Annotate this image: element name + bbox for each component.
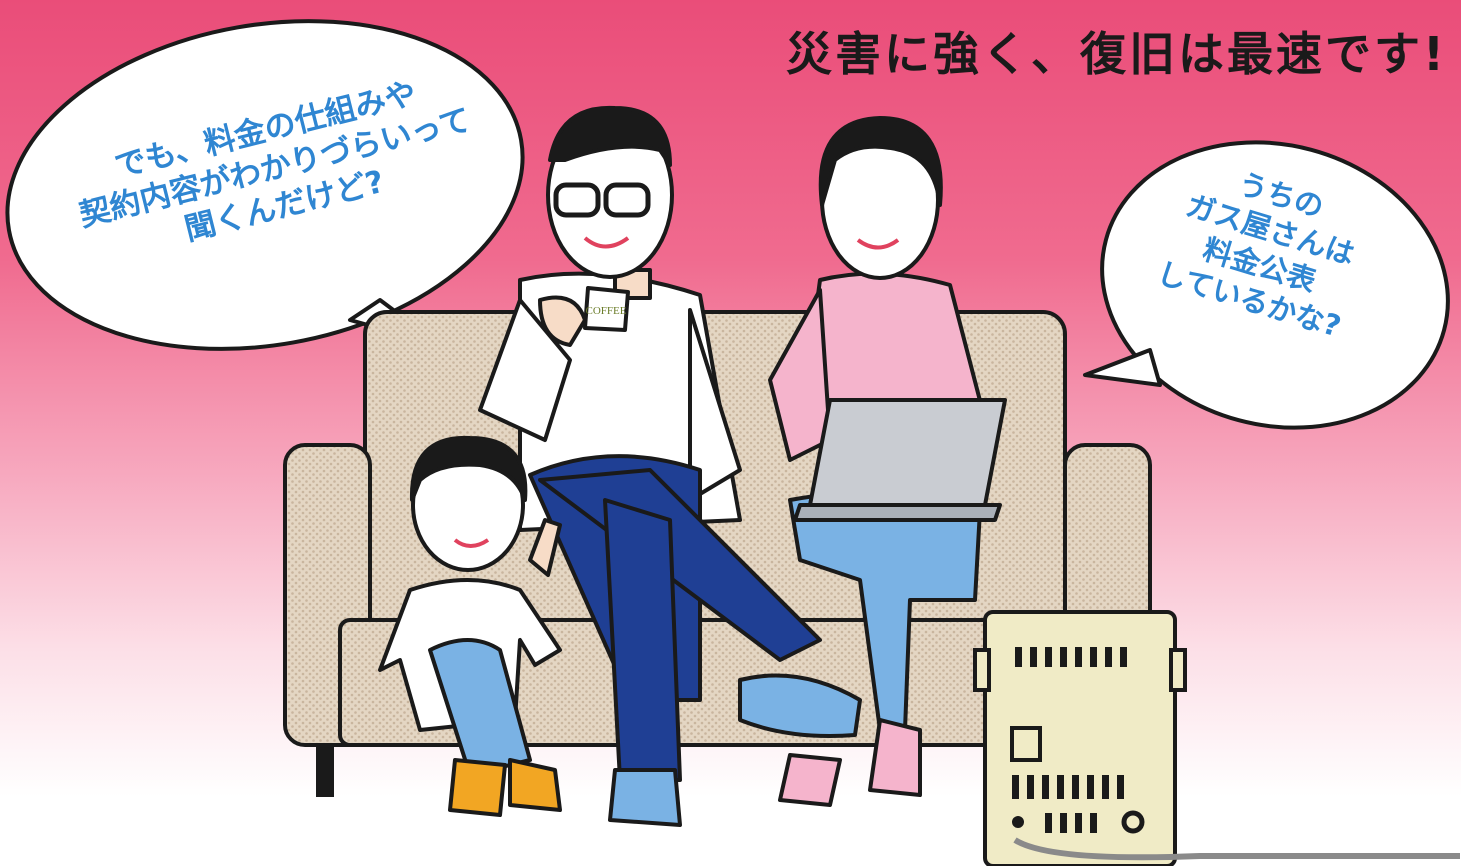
headline-text: 災害に強く、復旧は最速です! xyxy=(786,27,1447,81)
child-figure xyxy=(378,435,562,817)
mug-label: COFFEE xyxy=(586,305,627,317)
mother-figure xyxy=(768,116,1007,807)
gas-meter-vents xyxy=(1012,647,1127,833)
speech-bubble-right xyxy=(1083,140,1450,430)
gas-meter-unit xyxy=(973,610,1460,866)
father-figure xyxy=(478,105,862,827)
